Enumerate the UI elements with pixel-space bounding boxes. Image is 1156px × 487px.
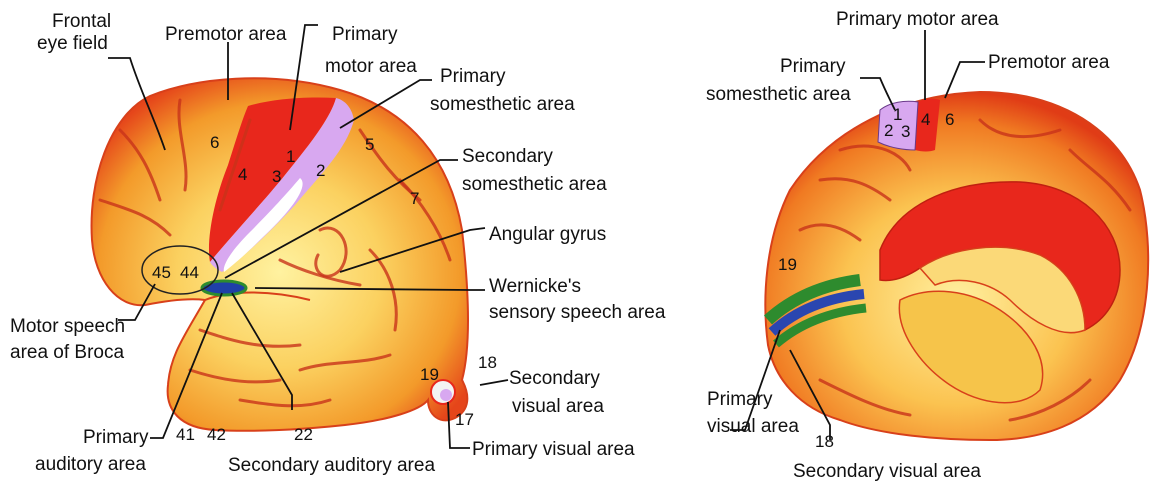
wernickes-area-label: Wernicke's sensory speech area (489, 276, 666, 323)
area-number-4: 4 (238, 165, 247, 184)
medial-area-number-4: 4 (921, 110, 930, 129)
area-number-17: 17 (455, 410, 474, 429)
area-number-18: 18 (478, 353, 497, 372)
premotor-area-label: Premotor area (165, 24, 287, 45)
secondary-visual-area-label: Secondary visual area (509, 368, 605, 417)
secondary-somesthetic-area-label: Secondary somesthetic area (462, 146, 607, 195)
area-number-7: 7 (410, 189, 419, 208)
area-number-2: 2 (316, 161, 325, 180)
primary-auditory-area-label: Primary auditory area (35, 427, 154, 475)
frontal-eye-field-label: Frontal eye field (37, 11, 116, 54)
medial-area-number-19: 19 (778, 255, 797, 274)
secondary-auditory-area-label: Secondary auditory area (228, 455, 435, 476)
primary-visual-area-label: Primary visual area (472, 439, 635, 460)
primary-motor-area-label: Primary motor area (325, 24, 417, 77)
angular-gyrus-label: Angular gyrus (489, 224, 606, 245)
medial-primary-visual-area-label: Primary visual area (707, 389, 799, 437)
area-number-3: 3 (272, 167, 281, 186)
primary-auditory-area (202, 281, 246, 295)
lateral-brain-view: Frontal eye field Premotor area Primary … (10, 11, 666, 476)
primary-somesthetic-area-label: Primary somesthetic area (430, 66, 575, 115)
area-number-41: 41 (176, 425, 195, 444)
motor-speech-area-label: Motor speech area of Broca (10, 316, 130, 363)
area-number-44: 44 (180, 263, 199, 282)
area-number-19: 19 (420, 365, 439, 384)
medial-area-number-3: 3 (901, 122, 910, 141)
medial-secondary-visual-area-label: Secondary visual area (793, 461, 981, 482)
area-number-5: 5 (365, 135, 374, 154)
area-number-6: 6 (210, 133, 219, 152)
area-number-45: 45 (152, 263, 171, 282)
medial-primary-somesthetic-area-label: Primary somesthetic area (706, 56, 851, 105)
primary-visual-area-shape (440, 389, 452, 401)
medial-brain-view: Primary motor area Primary somesthetic a… (706, 9, 1148, 482)
area-number-1: 1 (286, 147, 295, 166)
medial-area-number-6: 6 (945, 110, 954, 129)
medial-area-number-18: 18 (815, 432, 834, 451)
area-number-22: 22 (294, 425, 313, 444)
area-number-42: 42 (207, 425, 226, 444)
medial-primary-motor-area-label: Primary motor area (836, 9, 999, 30)
medial-premotor-area-label: Premotor area (988, 52, 1110, 73)
